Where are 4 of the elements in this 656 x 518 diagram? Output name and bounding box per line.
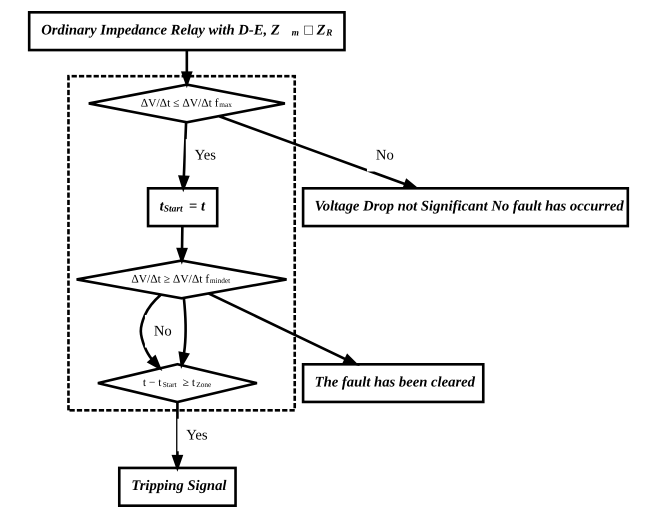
- edge-label: Yes: [194, 148, 216, 164]
- edge-label: No: [153, 324, 172, 340]
- edge-label: Yes: [186, 427, 208, 444]
- edge-label: No: [375, 148, 394, 164]
